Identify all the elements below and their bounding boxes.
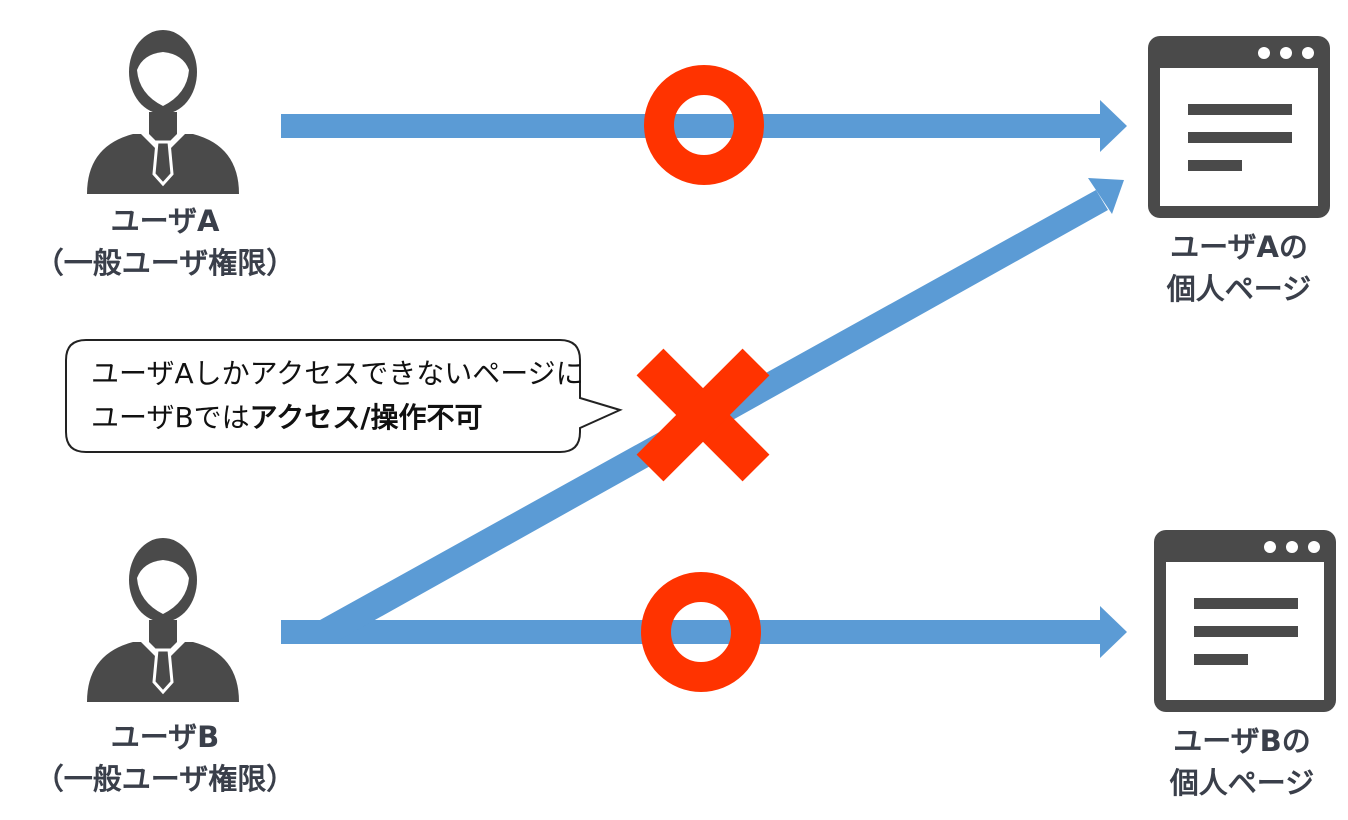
user-a-role: （一般ユーザ権限） [34, 246, 296, 280]
browser-window-icon [1154, 530, 1336, 712]
arrow-userB-to-pageB [281, 606, 1127, 658]
denied-mark-icon [636, 348, 770, 482]
user-avatar-icon [85, 28, 241, 196]
user-a-name: ユーザA [110, 204, 220, 238]
allowed-mark-icon [644, 65, 764, 185]
callout-bubble [65, 339, 623, 453]
page-a-line2: 個人ページ [1166, 272, 1312, 306]
page-a-line1: ユーザAの [1170, 230, 1308, 264]
user-b-name: ユーザB [110, 720, 220, 754]
page-b-label: ユーザBの 個人ページ [1136, 720, 1348, 804]
callout-text: ユーザAしかアクセスできないページに ユーザBではアクセス/操作不可 [91, 352, 584, 440]
callout-line2-bold: アクセス/操作不可 [249, 401, 483, 434]
user-b-role: （一般ユーザ権限） [34, 762, 296, 796]
page-a-label: ユーザAの 個人ページ [1130, 226, 1348, 310]
user-avatar-icon [85, 536, 241, 704]
user-b-label: ユーザB （一般ユーザ権限） [20, 716, 310, 800]
arrow-userA-to-pageA [281, 100, 1127, 152]
callout-line2-prefix: ユーザBでは [91, 401, 250, 434]
user-a-label: ユーザA （一般ユーザ権限） [20, 200, 310, 284]
browser-window-icon [1148, 36, 1330, 218]
allowed-mark-icon [641, 572, 761, 692]
page-b-line2: 個人ページ [1169, 766, 1315, 800]
callout-line2: ユーザBではアクセス/操作不可 [91, 396, 571, 440]
callout-line1: ユーザAしかアクセスできないページに [91, 357, 584, 390]
page-b-line1: ユーザBの [1173, 724, 1311, 758]
